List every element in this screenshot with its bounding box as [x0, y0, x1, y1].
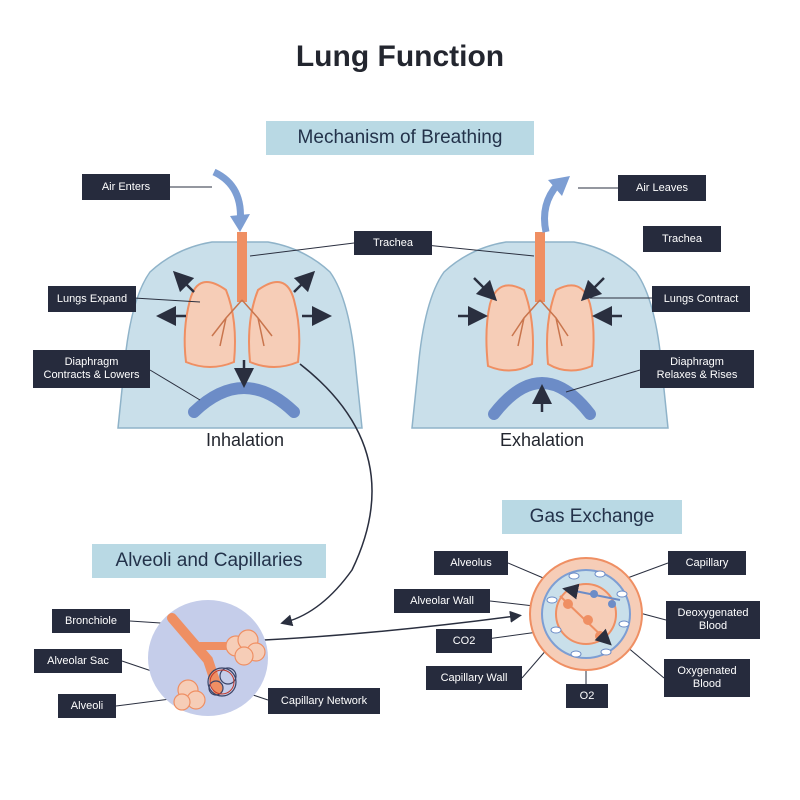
label-lungs-expand: Lungs Expand: [48, 286, 136, 312]
label-air-leaves: Air Leaves: [618, 175, 706, 201]
expand-arrows: [156, 270, 332, 388]
label-trachea-left: Trachea: [354, 231, 432, 255]
label-trachea-right: Trachea: [643, 226, 721, 252]
exhalation-figure: [411, 176, 669, 429]
label-alveolus: Alveolus: [434, 551, 508, 575]
section-gas-exchange: Gas Exchange: [502, 500, 682, 534]
label-o2: O2: [566, 684, 608, 708]
exhalation-right-lung: [546, 284, 595, 372]
exhalation-bronchi: [511, 299, 569, 347]
link-arrow-to-gas-exchange: [263, 610, 522, 641]
inhalation-bronchi: [211, 299, 273, 347]
inhalation-trachea: [237, 232, 247, 302]
inhalation-right-lung: [248, 281, 301, 368]
label-air-enters: Air Enters: [82, 174, 170, 200]
contract-arrows: [458, 277, 622, 412]
alveoli-illustration: [148, 600, 268, 716]
label-alveoli: Alveoli: [58, 694, 116, 718]
gas-exchange-illustration: [529, 557, 643, 671]
label-oxygenated-blood: Oxygenated Blood: [664, 659, 750, 697]
section-alveoli-and-capillaries: Alveoli and Capillaries: [92, 544, 326, 578]
label-diaphragm-relaxes: Diaphragm Relaxes & Rises: [640, 350, 754, 388]
label-lungs-contract: Lungs Contract: [652, 286, 750, 312]
air-leaves-arrow: [541, 181, 561, 233]
label-alveolar-wall: Alveolar Wall: [394, 589, 490, 613]
label-deoxygenated-blood: Deoxygenated Blood: [666, 601, 760, 639]
caption-inhalation: Inhalation: [205, 430, 285, 450]
label-alveolar-sac: Alveolar Sac: [34, 649, 122, 673]
page-title: Lung Function: [295, 40, 505, 73]
caption-exhalation: Exhalation: [499, 430, 585, 450]
label-diaphragm-contracts: Diaphragm Contracts & Lowers: [33, 350, 150, 388]
label-capillary-wall: Capillary Wall: [426, 666, 522, 690]
exhalation-diaphragm: [488, 377, 596, 420]
section-mechanism-of-breathing: Mechanism of Breathing: [266, 121, 534, 155]
exhalation-left-lung: [485, 284, 534, 372]
label-bronchiole: Bronchiole: [52, 609, 130, 633]
label-co2: CO2: [436, 629, 492, 653]
label-capillary: Capillary: [668, 551, 746, 575]
inhalation-left-lung: [183, 281, 236, 368]
label-capillary-network: Capillary Network: [268, 688, 380, 714]
link-arrow-to-alveoli: [280, 363, 373, 627]
inhalation-diaphragm: [188, 382, 300, 418]
exhalation-trachea: [535, 232, 545, 302]
inhalation-figure: [117, 168, 363, 429]
